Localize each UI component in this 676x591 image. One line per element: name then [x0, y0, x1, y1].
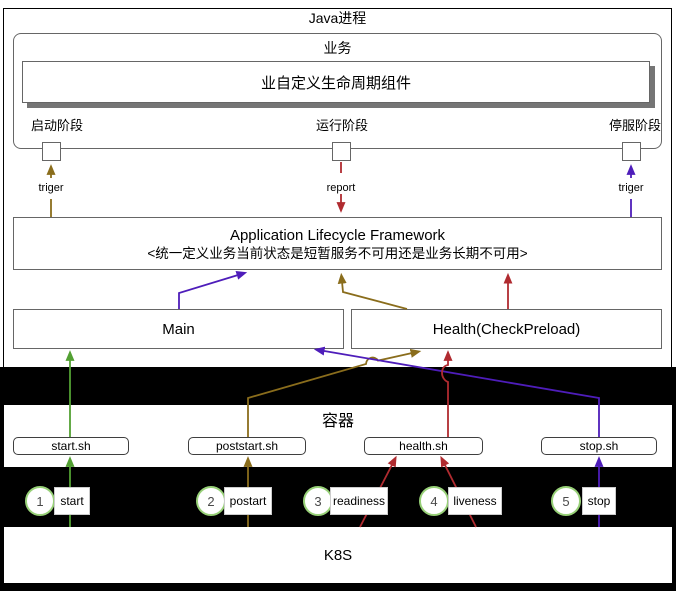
alf-box: Application Lifecycle Framework <统一定义业务当… — [13, 217, 662, 270]
alf-title: Application Lifecycle Framework — [229, 226, 446, 244]
probe-circle-2: 2 — [196, 486, 226, 516]
arrow-poststart-sh-to-health — [247, 348, 422, 437]
health-box: Health(CheckPreload) — [351, 309, 662, 349]
arrow-health-to-alf-olive — [337, 272, 408, 310]
probe-circle-3: 3 — [303, 486, 333, 516]
script-box-poststart-sh: poststart.sh — [188, 437, 306, 455]
alf-subtitle: <统一定义业务当前状态是短暂服务不可用还是业务长期不可用> — [147, 245, 528, 261]
java-process-title: Java进程 — [308, 10, 367, 26]
arrow-main-to-alf — [178, 271, 248, 309]
lifecycle-component-label: 业自定义生命周期组件 — [260, 74, 411, 92]
lifecycle-component-box: 业自定义生命周期组件 — [22, 61, 650, 103]
probe-circle-1: 1 — [25, 486, 55, 516]
script-box-health-sh: health.sh — [364, 437, 483, 455]
report-label-running: report — [326, 181, 356, 194]
k8s-box: K8S — [4, 527, 672, 583]
main-label: Main — [162, 320, 195, 338]
k8s-title: K8S — [323, 546, 353, 564]
phase-label-running: 运行阶段 — [315, 117, 368, 133]
probe-label-postart: postart — [224, 487, 272, 515]
probe-label-stop: stop — [582, 487, 616, 515]
trigger-label-shutdown: triger — [618, 181, 644, 194]
phase-connector-square-startup — [41, 142, 61, 161]
container-title: 容器 — [321, 412, 354, 430]
container-panel — [4, 405, 672, 467]
arrow-health-sh-to-health — [441, 350, 453, 437]
health-label: Health(CheckPreload) — [432, 320, 581, 338]
probe-label-start: start — [54, 487, 90, 515]
trigger-label-startup: triger — [38, 181, 64, 194]
probe-label-liveness: liveness — [448, 487, 502, 515]
phase-label-startup: 启动阶段 — [30, 117, 83, 133]
phase-connector-square-shutdown — [621, 142, 641, 161]
phase-label-shutdown: 停服阶段 — [608, 117, 661, 133]
probe-circle-4: 4 — [419, 486, 449, 516]
main-box: Main — [13, 309, 344, 349]
phase-connector-square-running — [331, 142, 351, 161]
arrow-stop-sh-to-main — [313, 346, 600, 437]
java-process-box — [3, 8, 672, 369]
probe-circle-5: 5 — [551, 486, 581, 516]
business-title: 业务 — [323, 39, 352, 56]
script-box-stop-sh: stop.sh — [541, 437, 657, 455]
probe-label-readiness: readiness — [330, 487, 388, 515]
script-box-start-sh: start.sh — [13, 437, 129, 455]
